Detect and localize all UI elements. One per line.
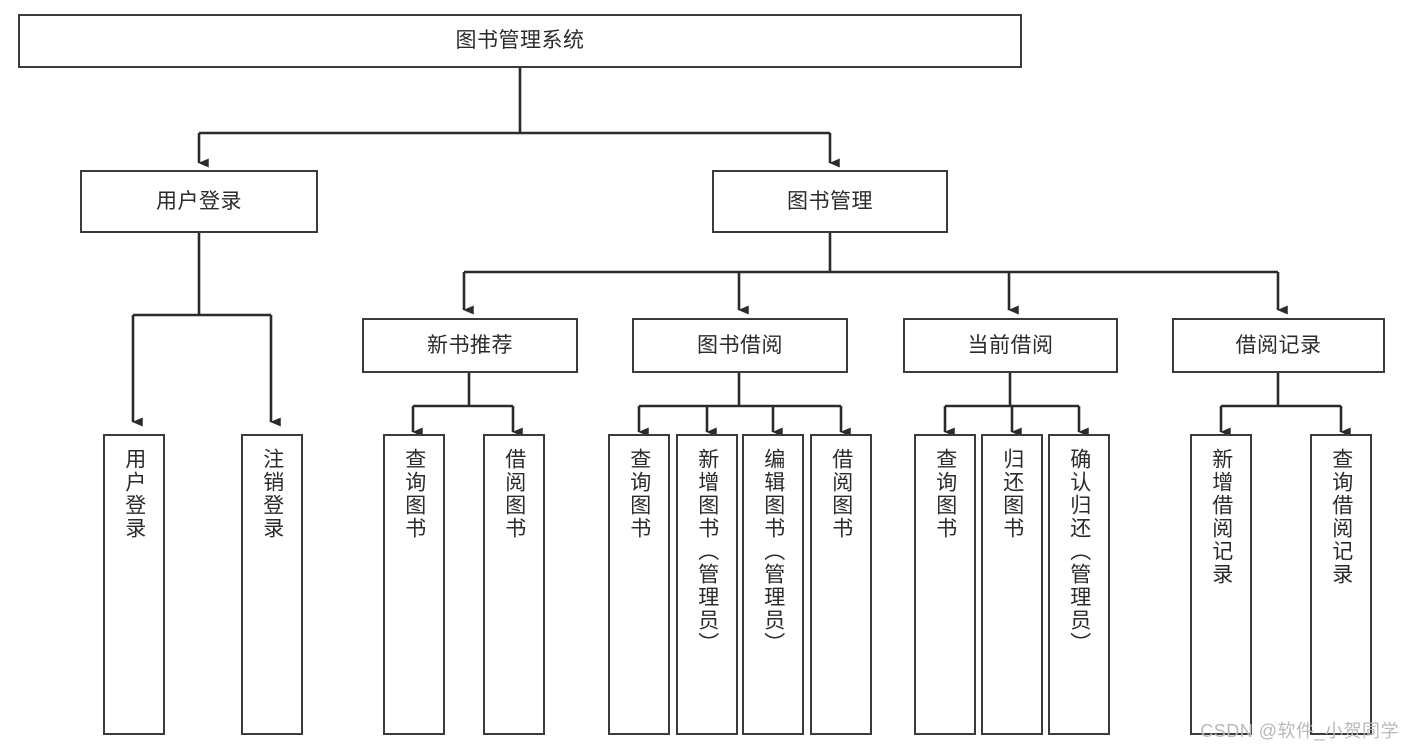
node-root[interactable]: 图书管理系统 xyxy=(18,14,1022,68)
node-new-book-recommend[interactable]: 新书推荐 xyxy=(362,318,578,373)
node-leaf-add-book-admin-label: 新增图书（管理员） xyxy=(695,448,719,655)
node-leaf-return-book[interactable]: 归还图书 xyxy=(981,434,1043,735)
node-user-login-label: 用户登录 xyxy=(156,189,242,213)
node-leaf-query-book-current-label: 查询图书 xyxy=(933,448,957,540)
node-book-management[interactable]: 图书管理 xyxy=(712,170,948,233)
node-leaf-confirm-return-admin-label: 确认归还（管理员） xyxy=(1067,448,1091,655)
node-leaf-query-book-rec-label: 查询图书 xyxy=(402,448,426,540)
node-new-book-recommend-label: 新书推荐 xyxy=(427,333,513,357)
node-leaf-user-login-label: 用户登录 xyxy=(122,448,146,540)
node-leaf-add-book-admin[interactable]: 新增图书（管理员） xyxy=(676,434,738,735)
node-leaf-query-book-current[interactable]: 查询图书 xyxy=(914,434,976,735)
node-book-borrow-label: 图书借阅 xyxy=(697,333,783,357)
node-leaf-confirm-return-admin[interactable]: 确认归还（管理员） xyxy=(1048,434,1110,735)
node-user-login[interactable]: 用户登录 xyxy=(80,170,318,233)
node-leaf-query-borrow-record[interactable]: 查询借阅记录 xyxy=(1310,434,1372,735)
node-leaf-query-book-rec[interactable]: 查询图书 xyxy=(383,434,445,735)
node-borrow-record[interactable]: 借阅记录 xyxy=(1172,318,1385,373)
node-leaf-borrow-book-label: 借阅图书 xyxy=(829,448,853,540)
node-leaf-user-login[interactable]: 用户登录 xyxy=(103,434,165,735)
node-root-label: 图书管理系统 xyxy=(455,29,585,53)
node-current-borrow-label: 当前借阅 xyxy=(967,333,1054,357)
node-leaf-query-book-borrow[interactable]: 查询图书 xyxy=(608,434,670,735)
node-current-borrow[interactable]: 当前借阅 xyxy=(903,318,1118,373)
node-leaf-return-book-label: 归还图书 xyxy=(1000,448,1024,540)
node-leaf-user-logout[interactable]: 注销登录 xyxy=(241,434,303,735)
node-leaf-edit-book-admin[interactable]: 编辑图书（管理员） xyxy=(742,434,804,735)
node-leaf-query-borrow-record-label: 查询借阅记录 xyxy=(1329,448,1353,586)
node-leaf-add-borrow-record[interactable]: 新增借阅记录 xyxy=(1190,434,1252,735)
node-leaf-add-borrow-record-label: 新增借阅记录 xyxy=(1209,448,1233,586)
node-leaf-borrow-book[interactable]: 借阅图书 xyxy=(810,434,872,735)
node-book-management-label: 图书管理 xyxy=(787,189,873,213)
csdn-watermark: CSDN @软件_小贺同学 xyxy=(1200,721,1399,741)
node-borrow-record-label: 借阅记录 xyxy=(1235,333,1322,357)
node-leaf-query-book-borrow-label: 查询图书 xyxy=(627,448,651,540)
node-leaf-edit-book-admin-label: 编辑图书（管理员） xyxy=(761,448,785,655)
node-book-borrow[interactable]: 图书借阅 xyxy=(632,318,848,373)
node-leaf-borrow-book-rec[interactable]: 借阅图书 xyxy=(483,434,545,735)
node-leaf-borrow-book-rec-label: 借阅图书 xyxy=(502,448,526,540)
node-leaf-user-logout-label: 注销登录 xyxy=(260,448,284,540)
